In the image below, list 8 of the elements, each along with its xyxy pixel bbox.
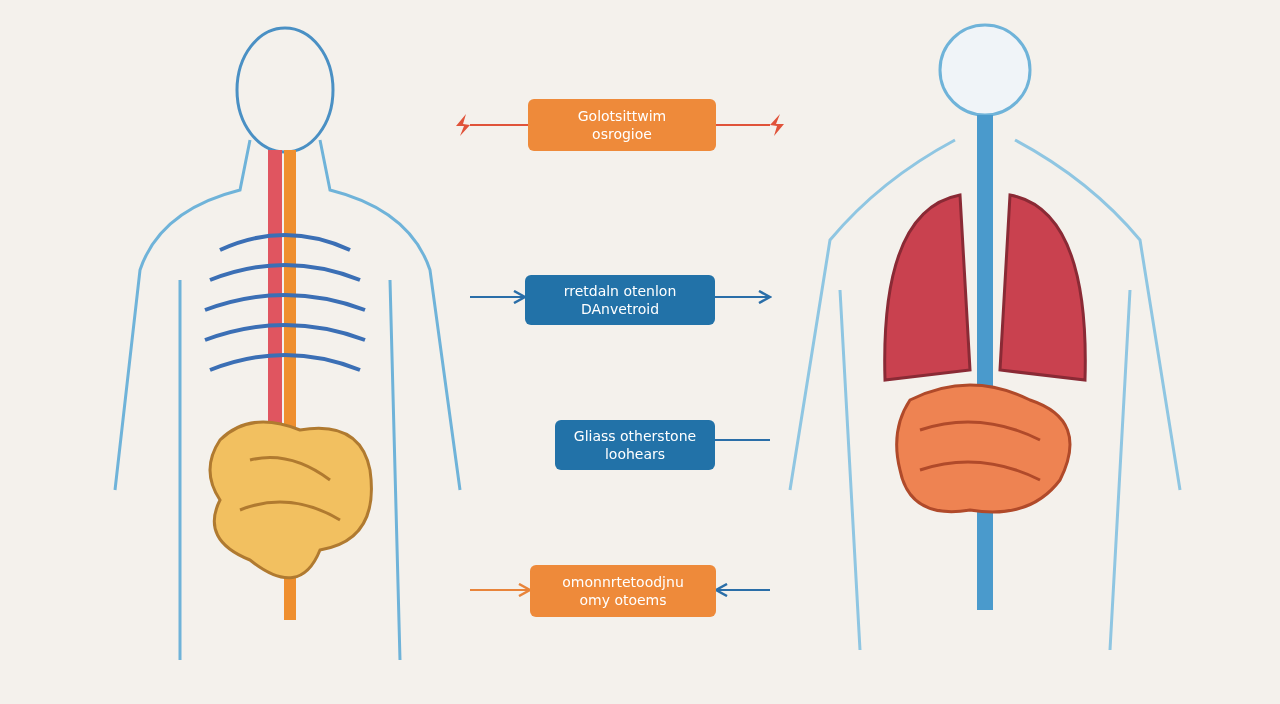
- arrow: [715, 289, 772, 305]
- arrow: [470, 582, 532, 598]
- label-box: rretdaln otenlon DAnvetroid: [525, 275, 715, 325]
- arrow: [714, 582, 770, 598]
- label-box: Gliass otherstone loohears: [555, 420, 715, 470]
- arrow: [470, 289, 527, 305]
- label-box: omonnrtetoodjnu omy otoems: [530, 565, 716, 617]
- label-box: Golotsittwim osrogioe: [528, 99, 716, 151]
